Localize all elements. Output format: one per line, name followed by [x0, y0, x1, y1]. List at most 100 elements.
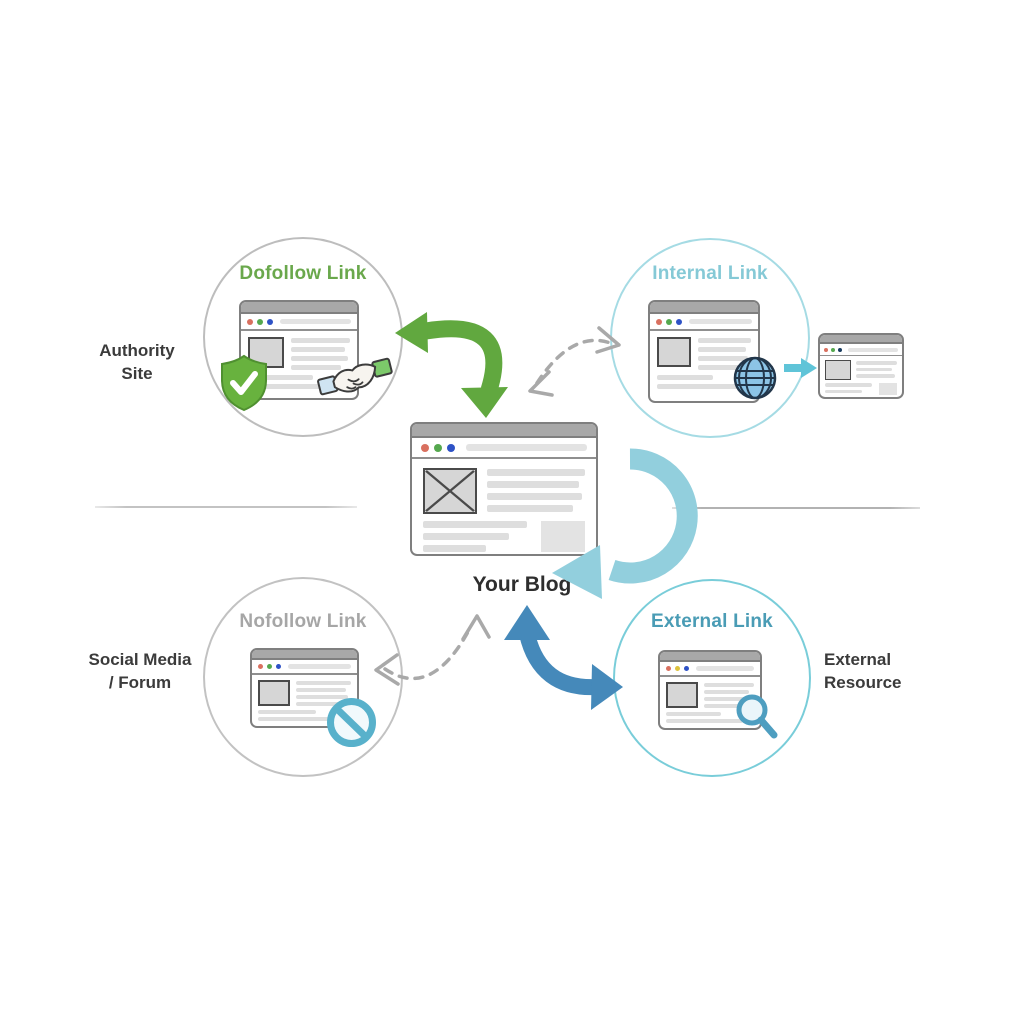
- text-line: [698, 338, 751, 343]
- sidebar-block-placeholder: [879, 383, 897, 395]
- image-placeholder: [666, 682, 698, 708]
- globe-icon: [733, 356, 777, 400]
- text-line: [291, 356, 348, 361]
- text-line: [248, 384, 340, 389]
- text-line: [258, 710, 316, 714]
- text-line: [291, 338, 350, 343]
- window-dot-blue: [447, 443, 455, 452]
- external-resource-line1: External: [824, 650, 892, 669]
- sidebar-block-placeholder: [541, 521, 585, 552]
- text-line: [296, 681, 351, 685]
- text-line: [258, 717, 340, 721]
- window-dot-green: [257, 318, 263, 325]
- text-line: [296, 702, 342, 706]
- text-line: [704, 683, 754, 687]
- window-toolbar: [650, 314, 758, 331]
- window-toolbar: [241, 314, 357, 331]
- authority-site-label: Authority Site: [62, 339, 212, 385]
- text-line: [423, 533, 510, 540]
- text-line: [423, 521, 527, 528]
- window-content: [820, 356, 902, 397]
- window-toolbar: [412, 438, 596, 459]
- internal-site-window: [648, 300, 760, 403]
- text-line: [487, 505, 574, 512]
- url-bar: [689, 319, 752, 324]
- window-titlebar: [660, 652, 760, 662]
- blocked-icon: [327, 698, 376, 747]
- window-dot-blue: [267, 318, 273, 325]
- text-line: [487, 481, 580, 488]
- social-media-line1: Social Media: [88, 650, 192, 669]
- text-line: [296, 695, 349, 699]
- nofollow-link-title: Nofollow Link: [239, 611, 367, 632]
- text-line: [698, 356, 749, 361]
- image-placeholder: [248, 337, 284, 368]
- dofollow-blog-arrow: [395, 312, 508, 418]
- url-bar: [696, 666, 754, 671]
- text-line: [825, 383, 872, 387]
- window-dot-green: [831, 347, 835, 352]
- internal-link-title: Internal Link: [652, 263, 768, 284]
- text-line: [704, 704, 745, 708]
- url-bar: [466, 444, 587, 451]
- text-line: [698, 347, 746, 352]
- window-dot-blue: [676, 318, 682, 325]
- window-dot-red: [824, 347, 828, 352]
- external-resource-line2: Resource: [824, 673, 902, 692]
- window-content: [412, 459, 596, 554]
- social-media-forum-label: Social Media / Forum: [60, 648, 220, 694]
- social-media-line2: / Forum: [108, 673, 172, 692]
- window-titlebar: [412, 424, 596, 438]
- authority-site-line1: Authority: [99, 341, 175, 360]
- text-line: [856, 361, 897, 365]
- shield-check-icon: [221, 354, 267, 412]
- url-bar: [280, 319, 351, 324]
- text-line: [291, 365, 342, 370]
- linked-page-window: [818, 333, 904, 399]
- window-dot-blue: [276, 664, 281, 669]
- window-dot-red: [666, 666, 671, 671]
- x-cross-icon: [425, 470, 475, 512]
- window-titlebar: [650, 302, 758, 314]
- window-titlebar: [241, 302, 357, 314]
- window-dot-green: [267, 664, 272, 669]
- text-line: [423, 545, 486, 552]
- window-dot-dark: [838, 347, 842, 352]
- magnifier-icon: [736, 694, 778, 739]
- window-content: [650, 331, 758, 401]
- handshake-icon: [317, 357, 393, 396]
- text-line: [698, 365, 743, 370]
- window-content: [660, 677, 760, 728]
- window-toolbar: [660, 662, 760, 677]
- text-line: [291, 347, 346, 352]
- image-placeholder-x: [423, 468, 477, 514]
- url-bar: [288, 664, 351, 669]
- window-content: [241, 331, 357, 398]
- text-line: [487, 469, 585, 476]
- your-blog-window: [410, 422, 598, 556]
- text-line: [666, 719, 744, 723]
- url-bar: [848, 347, 898, 352]
- window-dot-red: [247, 318, 253, 325]
- window-titlebar: [820, 335, 902, 344]
- text-line: [825, 389, 862, 393]
- image-placeholder: [657, 337, 691, 367]
- window-dot-blue: [684, 666, 689, 671]
- window-dot-green: [434, 443, 442, 452]
- text-line: [856, 367, 893, 371]
- left-divider-line: [95, 506, 357, 508]
- external-blog-arrow: [504, 605, 623, 710]
- window-dot-yellow: [675, 666, 680, 671]
- text-line: [248, 375, 314, 380]
- right-divider-line: [672, 507, 920, 509]
- text-line: [666, 712, 721, 716]
- text-line: [704, 697, 752, 701]
- window-toolbar: [820, 344, 902, 356]
- window-content: [252, 675, 357, 726]
- text-line: [296, 688, 346, 692]
- window-dot-green: [666, 318, 672, 325]
- text-line: [487, 493, 583, 500]
- window-toolbar: [252, 660, 357, 675]
- window-dot-red: [258, 664, 263, 669]
